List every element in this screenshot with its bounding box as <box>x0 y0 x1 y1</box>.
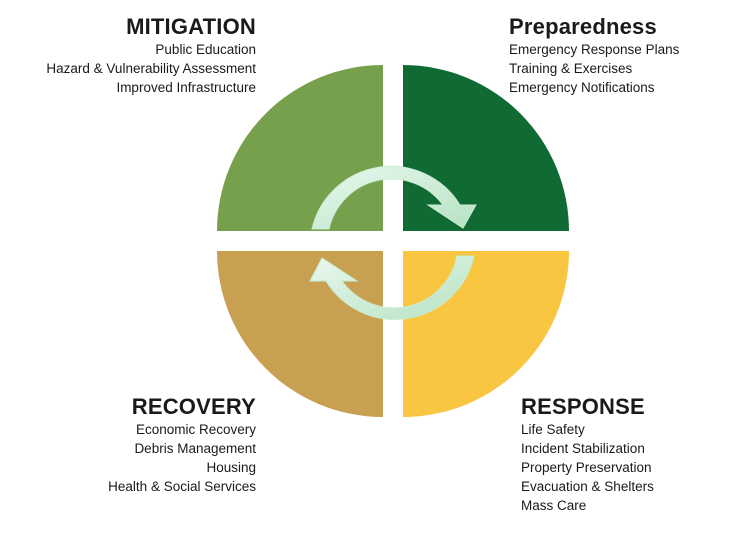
response-title: RESPONSE <box>521 394 645 419</box>
response-block: RESPONSE Life Safety Incident Stabilizat… <box>521 394 654 515</box>
cycle-arrow-top <box>311 165 477 230</box>
list-item: Debris Management <box>134 441 256 456</box>
list-item: Life Safety <box>521 422 585 437</box>
list-item: Training & Exercises <box>509 61 633 76</box>
list-item: Public Education <box>155 42 256 57</box>
mitigation-title: MITIGATION <box>126 14 256 39</box>
list-item: Emergency Response Plans <box>509 42 680 57</box>
preparedness-title: Preparedness <box>509 14 657 39</box>
list-item: Hazard & Vulnerability Assessment <box>46 61 256 76</box>
recovery-title: RECOVERY <box>131 394 256 419</box>
list-item: Health & Social Services <box>108 479 256 494</box>
response-quadrant <box>403 251 569 417</box>
recovery-quadrant <box>217 251 383 417</box>
list-item: Incident Stabilization <box>521 441 645 456</box>
list-item: Property Preservation <box>521 460 652 475</box>
list-item: Improved Infrastructure <box>116 80 256 95</box>
list-item: Economic Recovery <box>135 422 256 437</box>
list-item: Emergency Notifications <box>509 80 655 95</box>
list-item: Mass Care <box>521 498 587 513</box>
list-item: Housing <box>206 460 256 475</box>
cycle-arrow-bottom <box>309 255 475 320</box>
recovery-block: RECOVERY Economic Recovery Debris Manage… <box>108 394 256 496</box>
mitigation-block: MITIGATION Public Education Hazard & Vul… <box>46 14 256 97</box>
preparedness-block: Preparedness Emergency Response Plans Tr… <box>509 14 679 97</box>
list-item: Evacuation & Shelters <box>521 479 654 494</box>
